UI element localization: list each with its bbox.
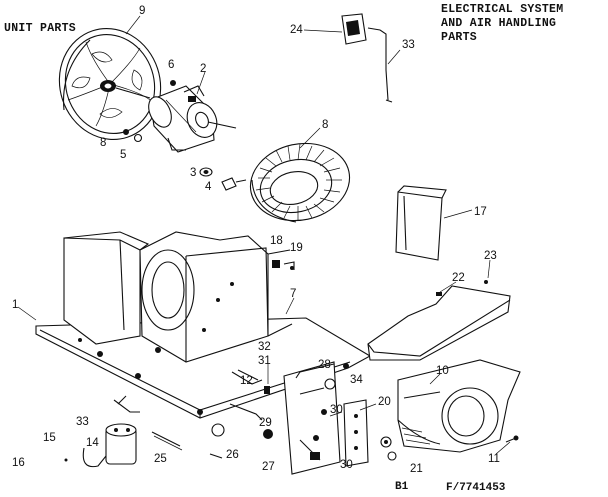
callout-25: 25 (154, 453, 167, 465)
section-title-line-3: PARTS (441, 31, 478, 44)
section-title-line-2: AND AIR HANDLING (441, 17, 557, 30)
callout-32: 32 (258, 341, 271, 353)
callout-33: 33 (402, 39, 415, 51)
callout-30: 30 (340, 459, 353, 471)
capacitor (64, 395, 140, 468)
callout-10: 10 (436, 365, 449, 377)
callout-31: 31 (258, 355, 271, 367)
callout-19: 19 (290, 242, 303, 254)
callout-7: 7 (290, 288, 296, 300)
callout-11: 11 (488, 453, 500, 465)
base-pan-mounts (78, 338, 203, 415)
callout-17: 17 (474, 206, 487, 218)
callout-4: 4 (205, 181, 212, 193)
callout-2: 2 (200, 63, 206, 75)
hardware-11-21 (380, 435, 519, 461)
callout-8: 8 (100, 137, 106, 149)
callout-16: 16 (12, 457, 25, 469)
callout-15: 15 (43, 432, 56, 444)
model-reference: B1 (395, 481, 409, 493)
terminals-18-19 (272, 260, 295, 270)
callout-30: 30 (330, 404, 343, 416)
blower-wheel (249, 142, 351, 223)
blower-housing (397, 359, 521, 453)
callout-23: 23 (484, 250, 497, 262)
callout-12: 12 (240, 375, 253, 387)
callout-34: 34 (350, 374, 363, 386)
callout-26: 26 (226, 449, 239, 461)
callout-29: 29 (259, 417, 272, 429)
callout-33: 33 (76, 416, 89, 428)
callout-6: 6 (168, 59, 174, 71)
section-title: ELECTRICAL SYSTEM AND AIR HANDLING PARTS (441, 3, 563, 45)
top-bracket (341, 13, 393, 103)
scroll-cover (367, 280, 511, 361)
callout-21: 21 (410, 463, 423, 475)
motor-hardware (123, 80, 247, 191)
callout-3: 3 (190, 167, 196, 179)
callout-14: 14 (86, 437, 99, 449)
callout-labels: 9 6 2 8 5 3 4 8 24 33 17 18 19 7 23 22 1… (12, 5, 500, 475)
callout-9: 9 (139, 5, 145, 17)
callout-18: 18 (270, 235, 283, 247)
fan-blade (58, 27, 162, 141)
unit-parts-title: UNIT PARTS (4, 22, 77, 35)
fan-motor (148, 85, 237, 153)
callout-22: 22 (452, 272, 465, 284)
callout-5: 5 (120, 149, 126, 161)
callout-24: 24 (290, 24, 303, 36)
control-panel (283, 361, 369, 475)
callout-28: 28 (318, 359, 331, 371)
leader-lines (17, 15, 511, 455)
callout-1: 1 (12, 299, 18, 311)
wire-leads (151, 363, 349, 459)
condenser-shroud (63, 231, 293, 363)
callout-27: 27 (262, 461, 275, 473)
panel-17 (395, 185, 447, 261)
section-title-line-1: ELECTRICAL SYSTEM (441, 3, 564, 16)
callout-20: 20 (378, 396, 391, 408)
callout-8: 8 (322, 119, 328, 131)
drawing-number: F/7741453 (446, 482, 506, 494)
